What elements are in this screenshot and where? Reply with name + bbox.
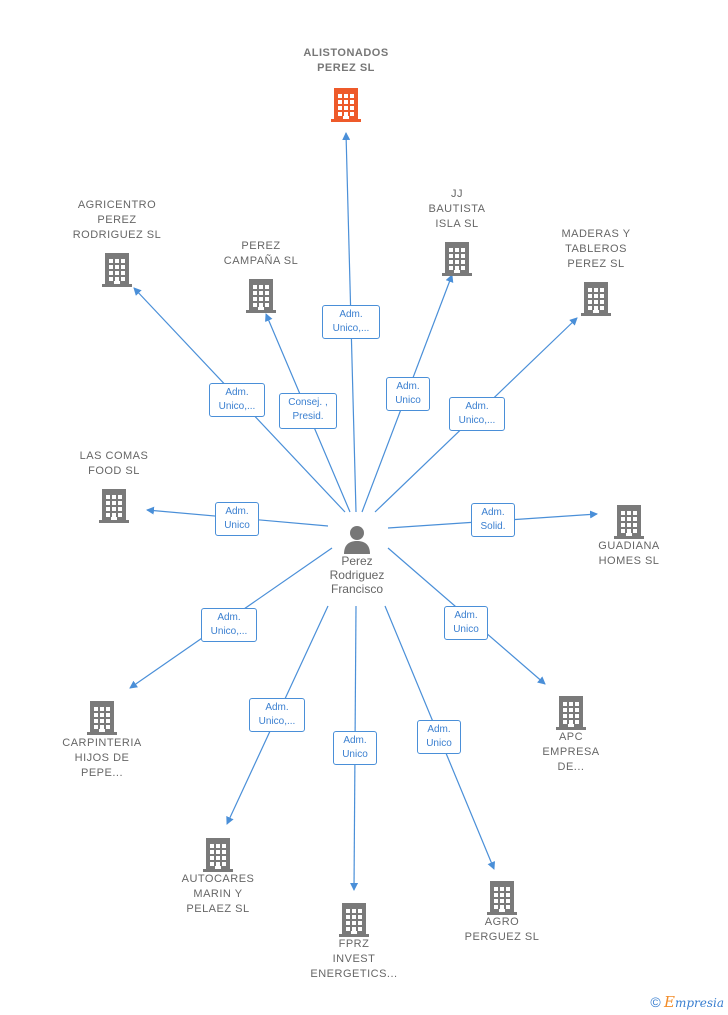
building-icon	[556, 696, 586, 730]
building-icon	[581, 282, 611, 316]
company-name[interactable]: ALISTONADOS PEREZ SL	[303, 47, 389, 74]
relation-label-las-comas[interactable]: Adm. Unico	[215, 502, 259, 536]
relation-label-apc[interactable]: Adm. Unico	[444, 606, 488, 640]
building-icon-wrapper[interactable]	[614, 501, 644, 543]
building-icon-wrapper[interactable]	[87, 697, 117, 739]
company-name[interactable]: APC EMPRESA DE...	[542, 731, 600, 773]
building-icon	[246, 279, 276, 313]
building-icon-wrapper[interactable]	[487, 877, 517, 919]
relation-label-carpinteria[interactable]: Adm. Unico,...	[201, 608, 257, 642]
building-icon	[339, 903, 369, 937]
building-icon	[442, 242, 472, 276]
building-icon	[487, 881, 517, 915]
relation-label-autocares[interactable]: Adm. Unico,...	[249, 698, 305, 732]
company-name[interactable]: AUTOCARES MARIN Y PELAEZ SL	[181, 873, 255, 915]
brand-logo-text: mpresia	[674, 996, 724, 1010]
company-name[interactable]: CARPINTERIA HIJOS DE PEPE...	[62, 737, 142, 779]
relation-label-alistonados[interactable]: Adm. Unico,...	[322, 305, 380, 339]
building-icon	[99, 489, 129, 523]
company-name[interactable]: JJ BAUTISTA ISLA SL	[428, 188, 486, 230]
company-name[interactable]: MADERAS Y TABLEROS PEREZ SL	[561, 228, 631, 270]
company-name[interactable]: LAS COMAS FOOD SL	[79, 450, 149, 477]
building-icon-wrapper[interactable]	[246, 275, 276, 317]
building-icon	[102, 253, 132, 287]
copyright-symbol: ©	[650, 994, 661, 1010]
relation-label-jj-bautista[interactable]: Adm. Unico	[386, 377, 430, 411]
building-icon-wrapper[interactable]	[442, 238, 472, 280]
building-icon-wrapper[interactable]	[99, 485, 129, 527]
building-icon	[331, 88, 361, 122]
person-name[interactable]: Perez Rodriguez Francisco	[329, 554, 385, 596]
relation-label-fprz[interactable]: Adm. Unico	[333, 731, 377, 765]
building-icon-wrapper[interactable]	[331, 84, 361, 126]
relation-label-agricentro[interactable]: Adm. Unico,...	[209, 383, 265, 417]
relation-label-guadiana[interactable]: Adm. Solid.	[471, 503, 515, 537]
building-icon-wrapper[interactable]	[102, 249, 132, 291]
footer-brand: © Empresia	[650, 993, 724, 1011]
company-name[interactable]: PEREZ CAMPAÑA SL	[223, 240, 299, 267]
company-name[interactable]: GUADIANA HOMES SL	[598, 540, 660, 567]
company-name[interactable]: FPRZ INVEST ENERGETICS...	[310, 938, 398, 980]
person-icon	[344, 526, 370, 554]
building-icon-wrapper[interactable]	[203, 834, 233, 876]
brand-logo-e: E	[663, 993, 675, 1011]
relation-label-agro[interactable]: Adm. Unico	[417, 720, 461, 754]
relation-label-perez-campana[interactable]: Consej. , Presid.	[279, 393, 337, 429]
building-icon	[87, 701, 117, 735]
building-icon	[614, 505, 644, 539]
person-node[interactable]: Perez Rodriguez Francisco	[302, 524, 412, 596]
company-name[interactable]: AGRO PERGUEZ SL	[464, 916, 540, 943]
building-icon-wrapper[interactable]	[581, 278, 611, 320]
company-name[interactable]: AGRICENTRO PEREZ RODRIGUEZ SL	[72, 199, 162, 241]
building-icon-wrapper[interactable]	[339, 899, 369, 941]
building-icon-wrapper[interactable]	[556, 692, 586, 734]
building-icon	[203, 838, 233, 872]
relation-label-maderas[interactable]: Adm. Unico,...	[449, 397, 505, 431]
